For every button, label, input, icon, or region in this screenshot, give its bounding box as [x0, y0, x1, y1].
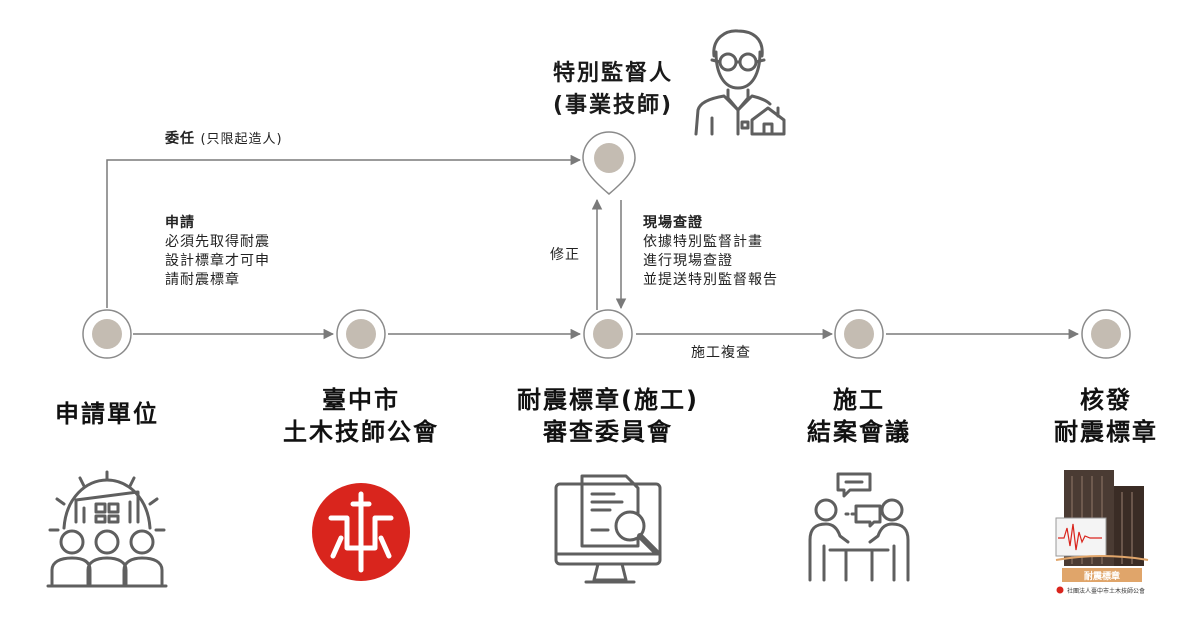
- apply-line: 設計標章才可申: [165, 253, 270, 269]
- certificate-badge-text: 耐震標章: [1084, 570, 1120, 582]
- node-title-association: 臺中市 土木技師公會: [241, 384, 481, 448]
- node-circle-applicant: [82, 309, 132, 359]
- association-logo-icon: [312, 483, 410, 581]
- node-circle-association: [336, 309, 386, 359]
- supervisor-title-line: 特別監督人: [552, 61, 673, 86]
- inspect-line: 進行現場查證: [643, 253, 733, 269]
- node-circle-meeting: [834, 309, 884, 359]
- apply-line: 必須先取得耐震: [165, 234, 270, 250]
- commission-note: (只限起造人): [200, 132, 283, 147]
- node-title-line: 結案會議: [807, 418, 911, 446]
- apply-label: 申請 必須先取得耐震 設計標章才可申 請耐震標章: [165, 214, 270, 290]
- node-circle-committee: [583, 309, 633, 359]
- apply-line: 請耐震標章: [165, 272, 240, 288]
- node-title-line: 核發: [1080, 386, 1132, 414]
- certificate-icon: 耐震標章 社團法人臺中市土木技師公會: [1055, 470, 1149, 595]
- node-circle-issue: [1081, 309, 1131, 359]
- engineer-icon: [694, 29, 786, 136]
- supervisor-title-line: (事業技師): [552, 93, 674, 118]
- supervisor-title: 特別監督人 (事業技師): [528, 58, 698, 122]
- node-title-meeting: 施工 結案會議: [739, 384, 979, 448]
- commission-label: 委任 (只限起造人): [165, 130, 283, 149]
- node-title-applicant: 申請單位: [0, 398, 227, 430]
- node-title-line: 申請單位: [55, 400, 159, 428]
- node-title-line: 審查委員會: [543, 418, 673, 446]
- inspect-label: 現場查證 依據特別監督計畫 進行現場查證 並提送特別監督報告: [643, 214, 778, 290]
- supervisor-pin: [582, 131, 636, 195]
- certificate-issuer-text: 社團法人臺中市土木技師公會: [1067, 587, 1145, 595]
- node-title-line: 施工: [833, 386, 885, 414]
- node-title-line: 土木技師公會: [283, 418, 439, 446]
- apply-title: 申請: [165, 215, 195, 231]
- commission-text: 委任: [165, 131, 195, 147]
- revise-label: 修正: [550, 247, 580, 263]
- inspect-line: 依據特別監督計畫: [643, 234, 763, 250]
- inspect-title: 現場查證: [643, 215, 703, 231]
- node-title-line: 耐震標章(施工): [517, 386, 699, 414]
- organization-icon: [46, 470, 168, 588]
- node-title-line: 臺中市: [322, 386, 400, 414]
- inspect-line: 並提送特別監督報告: [643, 272, 778, 288]
- commission-arrow: [106, 154, 582, 308]
- node-title-committee: 耐震標章(施工) 審查委員會: [488, 384, 728, 448]
- node-title-issue: 核發 耐震標章: [986, 384, 1200, 448]
- recheck-label: 施工複查: [691, 345, 751, 361]
- node-title-line: 耐震標章: [1054, 418, 1158, 446]
- document-review-icon: [554, 474, 662, 584]
- meeting-icon: [808, 472, 910, 582]
